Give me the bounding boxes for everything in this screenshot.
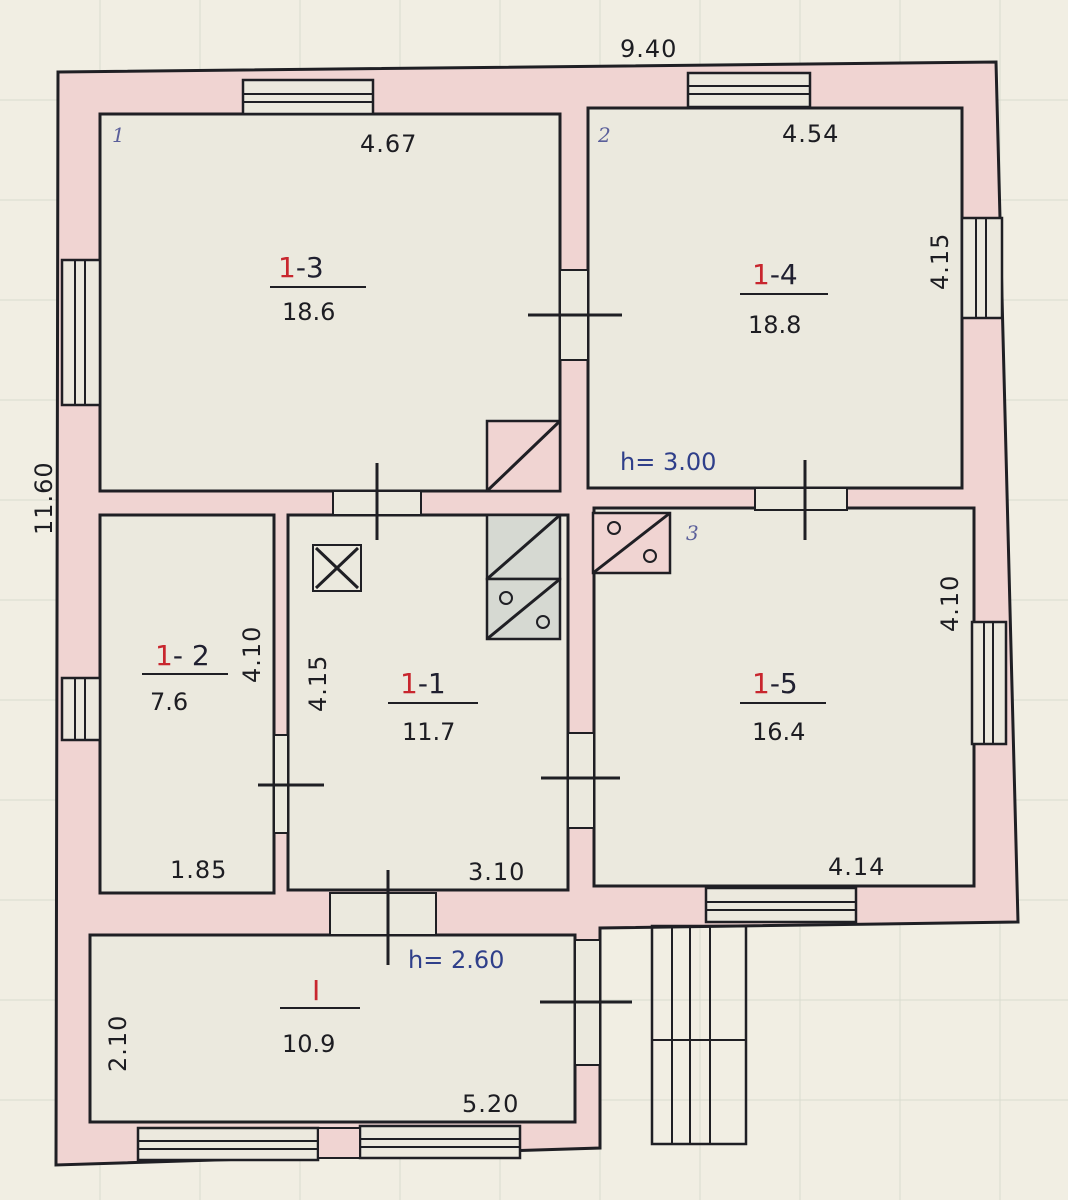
room-1-2 — [98, 513, 276, 895]
door-porch-exit — [540, 939, 632, 1066]
room-area-1-3: 18.6 — [282, 298, 335, 326]
corner-mark-3: 3 — [686, 521, 699, 545]
room-area-1-4: 18.8 — [748, 311, 801, 339]
dim-1-2-side: 4.10 — [238, 626, 266, 683]
room-number: I — [312, 974, 320, 1007]
dim-1-3-top: 4.67 — [360, 130, 417, 158]
ceiling-height-porch: h= 2.60 — [408, 946, 504, 974]
window-top-right — [686, 71, 812, 109]
ceiling-height-main: h= 3.00 — [620, 448, 716, 476]
window-right-upper — [960, 216, 1004, 320]
svg-text:1- 2: 1- 2 — [155, 639, 210, 672]
stove-block — [485, 419, 672, 641]
room-1-4 — [586, 106, 964, 490]
dim-1-5-side: 4.10 — [936, 575, 964, 632]
corner-mark-2: 2 — [597, 123, 611, 147]
room-1-3 — [98, 112, 562, 493]
room-label-1-5: 1-5 16.4 — [740, 667, 826, 746]
porch-stairs — [599, 924, 748, 1146]
window-bottom-right — [704, 886, 858, 924]
room-number: 1 — [155, 639, 173, 672]
dim-1-1-bottom: 3.10 — [468, 858, 525, 886]
door-1-1-to-porch — [329, 870, 437, 965]
room-suffix: -1 — [418, 667, 446, 700]
door-1-2-to-1-1 — [258, 734, 324, 834]
door-1-1-to-1-5 — [541, 732, 620, 829]
corner-mark-1: 1 — [112, 123, 125, 147]
overall-length: 11.60 — [30, 461, 58, 535]
dim-1-5-bottom: 4.14 — [828, 853, 885, 881]
svg-text:1-1: 1-1 — [400, 667, 446, 700]
overall-width: 9.40 — [620, 35, 677, 63]
door-1-3-to-1-4 — [528, 269, 622, 361]
doors — [258, 269, 848, 1066]
room-area-1-5: 16.4 — [752, 718, 805, 746]
room-number: 1 — [278, 251, 296, 284]
svg-text:1-5: 1-5 — [752, 667, 798, 700]
room-label-1-2: 1- 2 7.6 — [142, 639, 228, 716]
window-porch-right — [358, 1124, 522, 1160]
svg-text:1-3: 1-3 — [278, 251, 324, 284]
room-number: 1 — [752, 667, 770, 700]
window-left-lower — [60, 676, 102, 742]
dim-i-bottom: 5.20 — [462, 1090, 519, 1118]
room-area-1-2: 7.6 — [150, 688, 188, 716]
room-area-1-1: 11.7 — [402, 718, 455, 746]
room-i — [88, 933, 577, 1124]
window-left-upper — [60, 258, 102, 407]
dim-1-4-side: 4.15 — [926, 233, 954, 290]
room-label-1-3: 1-3 18.6 — [270, 251, 366, 326]
room-label-1-1: 1-1 11.7 — [388, 667, 478, 746]
room-label-1-4: 1-4 18.8 — [740, 258, 828, 339]
room-suffix: -3 — [296, 251, 324, 284]
window-right-lower — [970, 620, 1008, 746]
dim-1-2-bottom: 1.85 — [170, 856, 227, 884]
room-number: 1 — [400, 667, 418, 700]
svg-text:I: I — [312, 974, 320, 1007]
room-suffix: - 2 — [173, 639, 210, 672]
door-1-3-to-1-1 — [332, 463, 422, 540]
window-top-left — [241, 78, 375, 116]
window-porch-left — [136, 1126, 320, 1162]
room-number: 1 — [752, 258, 770, 291]
room-suffix: -4 — [770, 258, 798, 291]
room-suffix: -5 — [770, 667, 798, 700]
door-1-4-to-1-5 — [754, 460, 848, 540]
svg-text:1-4: 1-4 — [752, 258, 798, 291]
dim-1-4-top: 4.54 — [782, 120, 839, 148]
dim-1-1-side: 4.15 — [304, 655, 332, 712]
porch-bottom-wall-piece — [317, 1127, 361, 1159]
ventilation-icon — [312, 544, 362, 592]
windows — [60, 71, 1008, 1162]
room-area-i: 10.9 — [282, 1030, 335, 1058]
room-label-i: I 10.9 — [280, 974, 360, 1058]
dim-i-side: 2.10 — [104, 1015, 132, 1072]
